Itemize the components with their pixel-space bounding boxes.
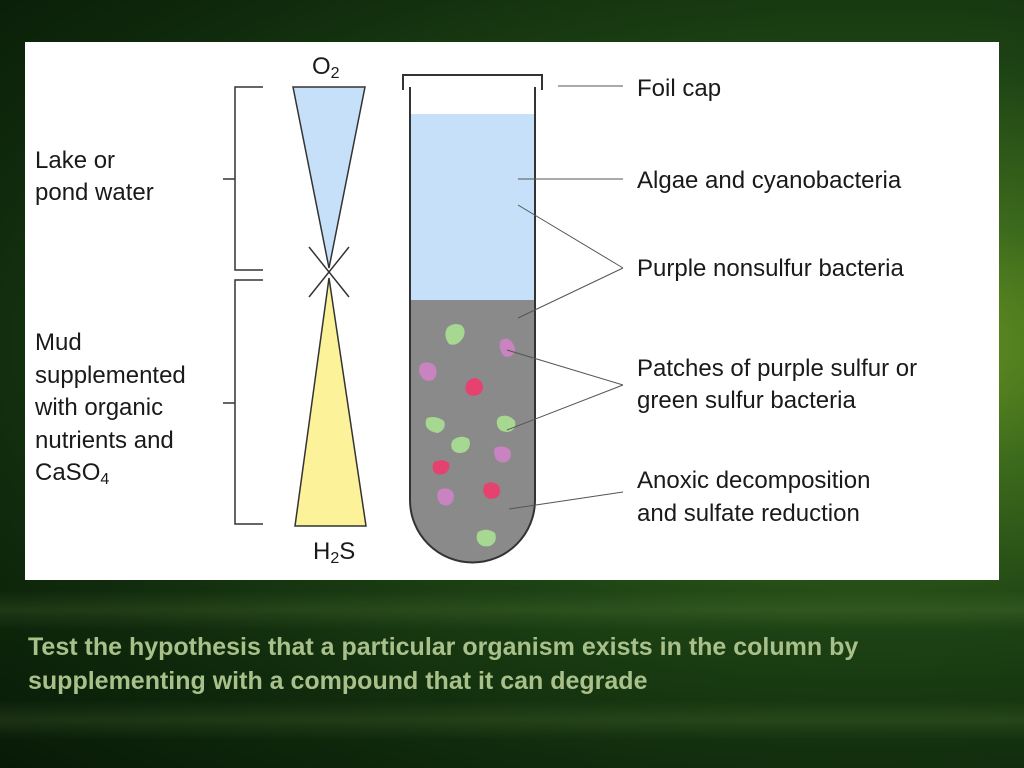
green-bacteria-patch xyxy=(476,529,496,547)
pink-bacteria-patch xyxy=(465,378,483,396)
oxygen-subscript: 2 xyxy=(330,65,340,82)
water-layer xyxy=(410,114,535,300)
o2-gradient-wedge xyxy=(292,86,366,269)
test-tube-outline xyxy=(409,87,536,564)
pink-bacteria-patch xyxy=(483,482,500,499)
oxygen-main: O xyxy=(312,53,331,80)
foil-cap xyxy=(402,74,543,90)
caso4-subscript: 4 xyxy=(100,471,110,488)
mud-label-line-4: nutrients and xyxy=(35,427,174,454)
green-bacteria-patch xyxy=(425,417,445,433)
purple-nonsulfur-leader xyxy=(517,204,624,319)
h2s-gradient-wedge xyxy=(294,277,367,527)
patches-label-line-1: Patches of purple sulfur or xyxy=(637,355,918,382)
purple-bacteria-patch xyxy=(419,362,437,381)
mud-label-line-1: Mud xyxy=(35,329,82,356)
green-bacteria-patch xyxy=(496,415,516,432)
purple-bacteria-patch xyxy=(494,446,511,463)
mud-label-line-3: with organic xyxy=(35,394,164,421)
anoxic-label-line-2: and sulfate reduction xyxy=(637,500,860,527)
oxygen-label: O2 xyxy=(312,51,340,83)
mud-bracket xyxy=(223,279,263,525)
hydrogen-sulfide-main: H xyxy=(313,538,331,565)
winogradsky-column-diagram xyxy=(223,74,624,564)
green-bacteria-patch xyxy=(451,436,470,453)
mud-label-line-5: CaSO4 xyxy=(35,457,109,489)
anoxic-leader xyxy=(508,491,624,510)
pink-bacteria-patch xyxy=(432,460,450,475)
green-bacteria-patch xyxy=(445,324,465,345)
water-label-line-2: pond water xyxy=(35,179,154,206)
patches-leader xyxy=(506,349,624,431)
mud-label-line-2: supplemented xyxy=(35,362,186,389)
purple-bacteria-patch xyxy=(499,338,516,357)
anoxic-label-line-1: Anoxic decomposition xyxy=(637,467,871,494)
foil-cap-label: Foil cap xyxy=(637,75,722,102)
water-label-line-1: Lake or xyxy=(35,147,116,174)
hydrogen-sulfide-tail: S xyxy=(339,538,356,565)
diagram-panel: O2 H2S Lake or pond water Mud supplement… xyxy=(25,42,999,580)
mud-layer xyxy=(410,300,535,563)
purple-bacteria-patch xyxy=(437,488,454,506)
caso4-main: CaSO xyxy=(35,459,101,486)
hydrogen-sulfide-subscript: 2 xyxy=(330,550,340,567)
purple-nonsulfur-label: Purple nonsulfur bacteria xyxy=(637,255,904,282)
background-streak xyxy=(0,590,1024,630)
slide-caption: Test the hypothesis that a particular or… xyxy=(28,633,859,695)
background-streak xyxy=(0,700,1024,740)
gradient-cross-mark xyxy=(308,246,350,298)
patches-label-line-2: green sulfur bacteria xyxy=(637,387,856,414)
hydrogen-sulfide-label: H2S xyxy=(313,536,355,568)
water-bracket xyxy=(223,86,263,271)
algae-label: Algae and cyanobacteria xyxy=(637,167,902,194)
